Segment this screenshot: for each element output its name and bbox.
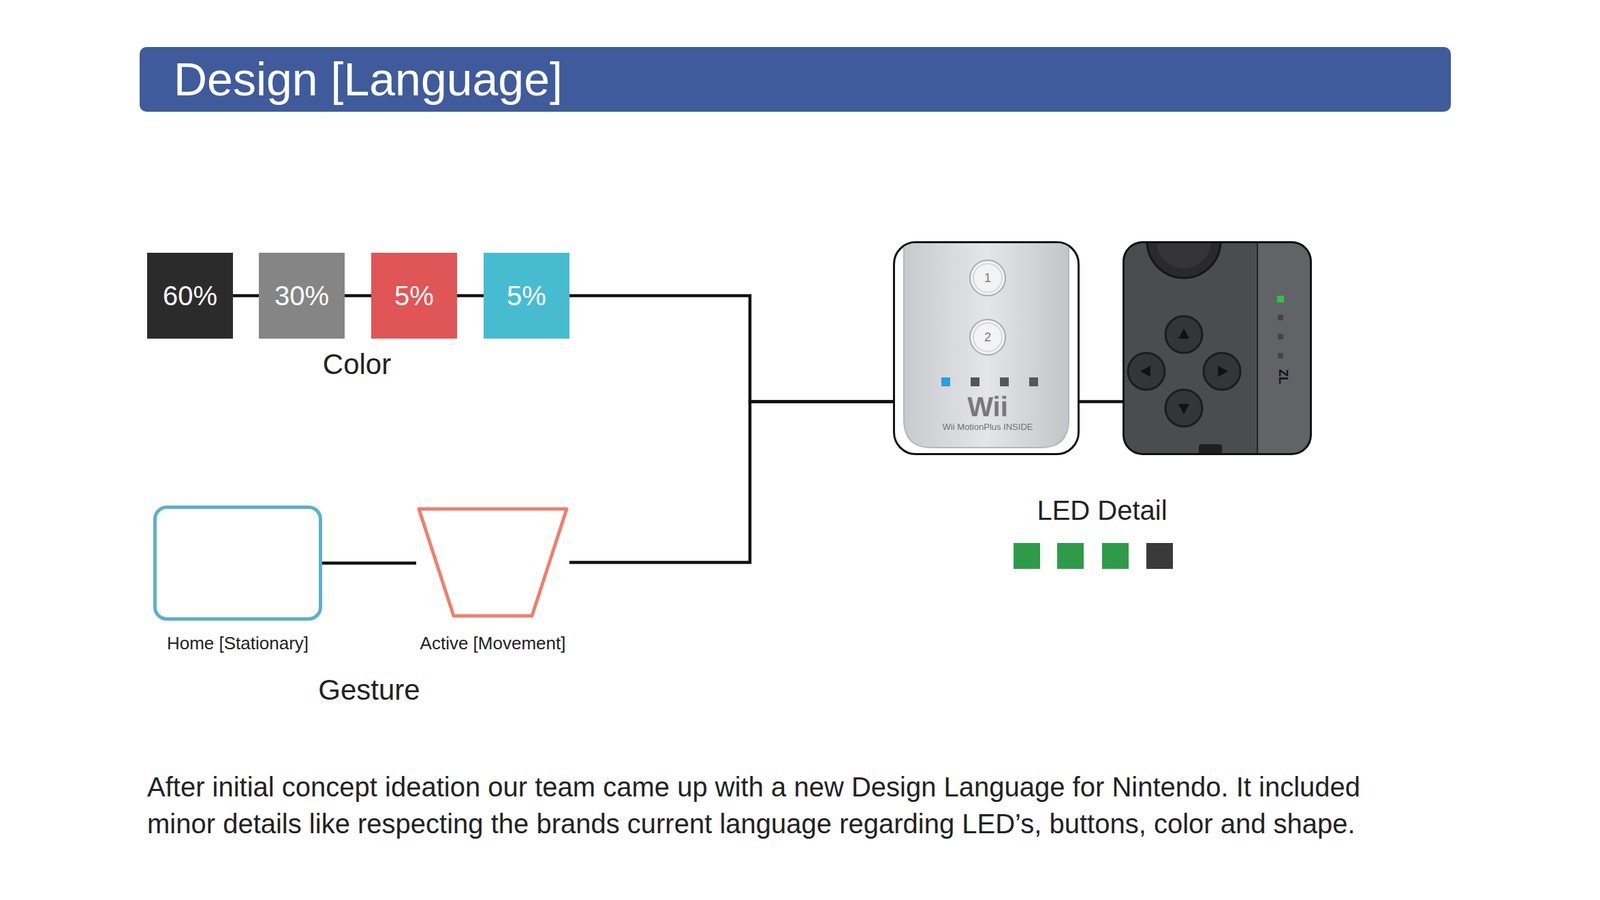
gesture-name: Active [Movement] — [368, 632, 618, 654]
arrow-down — [1178, 403, 1190, 415]
joy-con-led — [1277, 314, 1284, 321]
group-label: Gesture — [198, 674, 540, 706]
led-square — [1146, 542, 1173, 569]
connector-line — [344, 294, 372, 298]
led-square — [1102, 542, 1129, 569]
gesture-name: Home [Stationary] — [112, 632, 364, 654]
arrow-right — [1217, 365, 1229, 377]
wii-remote-illustration — [894, 241, 1079, 455]
wii-led — [941, 377, 951, 387]
dpad-button — [1127, 352, 1165, 390]
joy-con-rail — [1257, 243, 1310, 453]
led-detail-squares — [1013, 542, 1173, 569]
dpad-button — [1203, 352, 1241, 390]
button-number: 2 — [967, 326, 1009, 348]
connector-line — [569, 401, 893, 563]
wii-remote-body — [903, 243, 1069, 448]
caption-text: After initial concept ideation our team … — [147, 768, 1374, 842]
capture-button — [1198, 444, 1222, 453]
joy-con-stick-top — [1156, 243, 1212, 269]
connector-line — [569, 295, 893, 402]
joy-con-stick — [1147, 243, 1221, 278]
section-label: LED Detail — [931, 494, 1273, 526]
button-number: 1 — [967, 267, 1009, 289]
wii-led — [999, 377, 1009, 387]
gesture-home-box: Home [Stationary] — [153, 505, 323, 621]
wii-led — [970, 377, 980, 387]
motionplus-text: Wii MotionPlus INSIDE — [912, 420, 1063, 434]
joy-con: ZL — [1122, 241, 1312, 456]
color-swatch: 30% — [258, 252, 345, 339]
gesture-active-trapezoid: Active [Movement] — [416, 506, 570, 619]
connector-line — [322, 561, 417, 565]
swatch-percent: 30% — [258, 252, 345, 339]
connector-line — [232, 294, 259, 298]
joy-con-led — [1277, 352, 1284, 359]
led-square — [1057, 542, 1084, 569]
dpad-button — [1165, 316, 1203, 353]
zl-marking: ZL — [1273, 356, 1294, 398]
trapezoid-outline — [416, 506, 570, 619]
swatch-percent: 60% — [147, 252, 233, 339]
rail-seam — [1256, 243, 1259, 453]
joy-con-frame — [1123, 242, 1312, 455]
title-band: Design [Language] — [139, 46, 1451, 112]
swatch-percent: 5% — [371, 252, 458, 339]
connector-line — [457, 294, 484, 298]
wii-led — [1029, 377, 1039, 387]
joy-con-illustration — [1123, 204, 1313, 458]
swatch-percent: 5% — [483, 252, 570, 339]
wii-remote: 1 2WiiWii MotionPlus INSIDE — [892, 241, 1080, 456]
arrow-left — [1140, 365, 1151, 377]
connector-line — [1079, 399, 1123, 404]
color-swatch: 60% — [147, 252, 233, 339]
color-swatch: 5% — [371, 252, 458, 339]
dpad-button — [1165, 389, 1203, 427]
arrow-up — [1178, 328, 1190, 339]
trapezoid-shape — [418, 508, 567, 616]
led-square — [1013, 542, 1041, 569]
wii-logo: Wii — [933, 390, 1043, 423]
group-label: Color — [186, 348, 528, 381]
joy-con-led — [1277, 295, 1284, 303]
color-swatch: 5% — [483, 252, 570, 339]
joy-con-led — [1277, 333, 1284, 340]
